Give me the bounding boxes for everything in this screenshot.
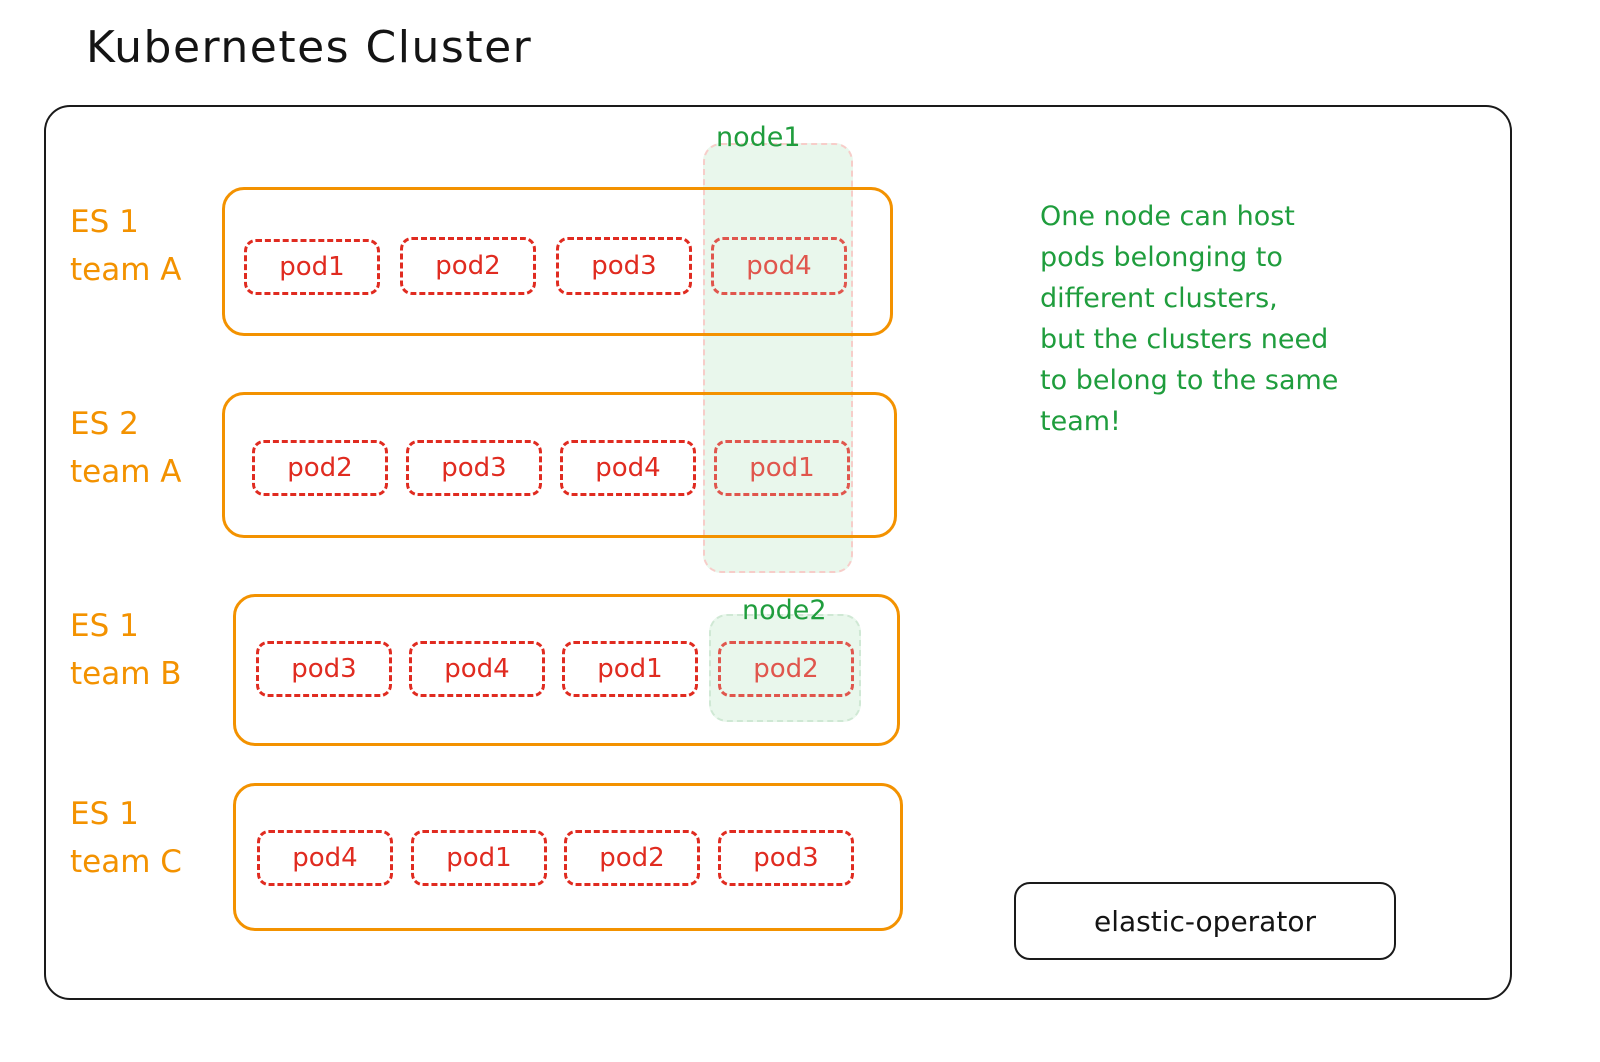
- pod-box[interactable]: pod1: [714, 440, 850, 496]
- es-cluster-box: [222, 392, 897, 538]
- es-cluster-box: [233, 783, 903, 931]
- elastic-operator-box[interactable]: elastic-operator: [1014, 882, 1396, 960]
- pod-box[interactable]: pod2: [718, 641, 854, 697]
- pod-box[interactable]: pod1: [562, 641, 698, 697]
- note-line: One node can host: [1040, 201, 1295, 232]
- node2-label: node2: [742, 595, 827, 626]
- note-line: but the clusters need: [1040, 324, 1329, 355]
- es-cluster-team: team A: [70, 454, 182, 491]
- note-line: pods belonging to: [1040, 242, 1283, 273]
- es-cluster-box: [233, 594, 900, 746]
- pod-box[interactable]: pod1: [411, 830, 547, 886]
- explanation-note: One node can host pods belonging to diff…: [1040, 196, 1430, 442]
- es-cluster-name: ES 2: [70, 406, 139, 442]
- pod-box[interactable]: pod4: [409, 641, 545, 697]
- node1-label: node1: [716, 122, 801, 153]
- pod-box[interactable]: pod3: [406, 440, 542, 496]
- note-line: to belong to the same: [1040, 365, 1339, 396]
- es-cluster-label: ES 1 team A: [70, 198, 181, 294]
- pod-box[interactable]: pod3: [556, 237, 692, 295]
- es-cluster-team: team A: [70, 252, 182, 289]
- pod-box[interactable]: pod4: [560, 440, 696, 496]
- node-highlight-node2: [709, 614, 861, 722]
- es-cluster-label: ES 1 team C: [70, 790, 182, 886]
- kubernetes-cluster-frame: [44, 105, 1512, 1000]
- pod-box[interactable]: pod2: [400, 237, 536, 295]
- es-cluster-team: team C: [70, 844, 182, 881]
- pod-box[interactable]: pod1: [244, 239, 380, 295]
- page-title: Kubernetes Cluster: [86, 22, 533, 73]
- node-highlight-node1: [703, 143, 853, 573]
- es-cluster-label: ES 2 team A: [70, 400, 181, 496]
- es-cluster-box: [222, 187, 893, 336]
- es-cluster-name: ES 1: [70, 796, 139, 832]
- es-cluster-label: ES 1 team B: [70, 602, 182, 698]
- pod-box[interactable]: pod2: [252, 440, 388, 496]
- pod-box[interactable]: pod4: [257, 830, 393, 886]
- pod-box[interactable]: pod3: [256, 641, 392, 697]
- note-line: different clusters,: [1040, 283, 1278, 314]
- es-cluster-team: team B: [70, 656, 182, 693]
- elastic-operator-label: elastic-operator: [1094, 904, 1316, 938]
- es-cluster-name: ES 1: [70, 608, 139, 644]
- pod-box[interactable]: pod3: [718, 830, 854, 886]
- note-line: team!: [1040, 406, 1121, 437]
- es-cluster-name: ES 1: [70, 204, 139, 240]
- pod-box[interactable]: pod4: [711, 237, 847, 295]
- pod-box[interactable]: pod2: [564, 830, 700, 886]
